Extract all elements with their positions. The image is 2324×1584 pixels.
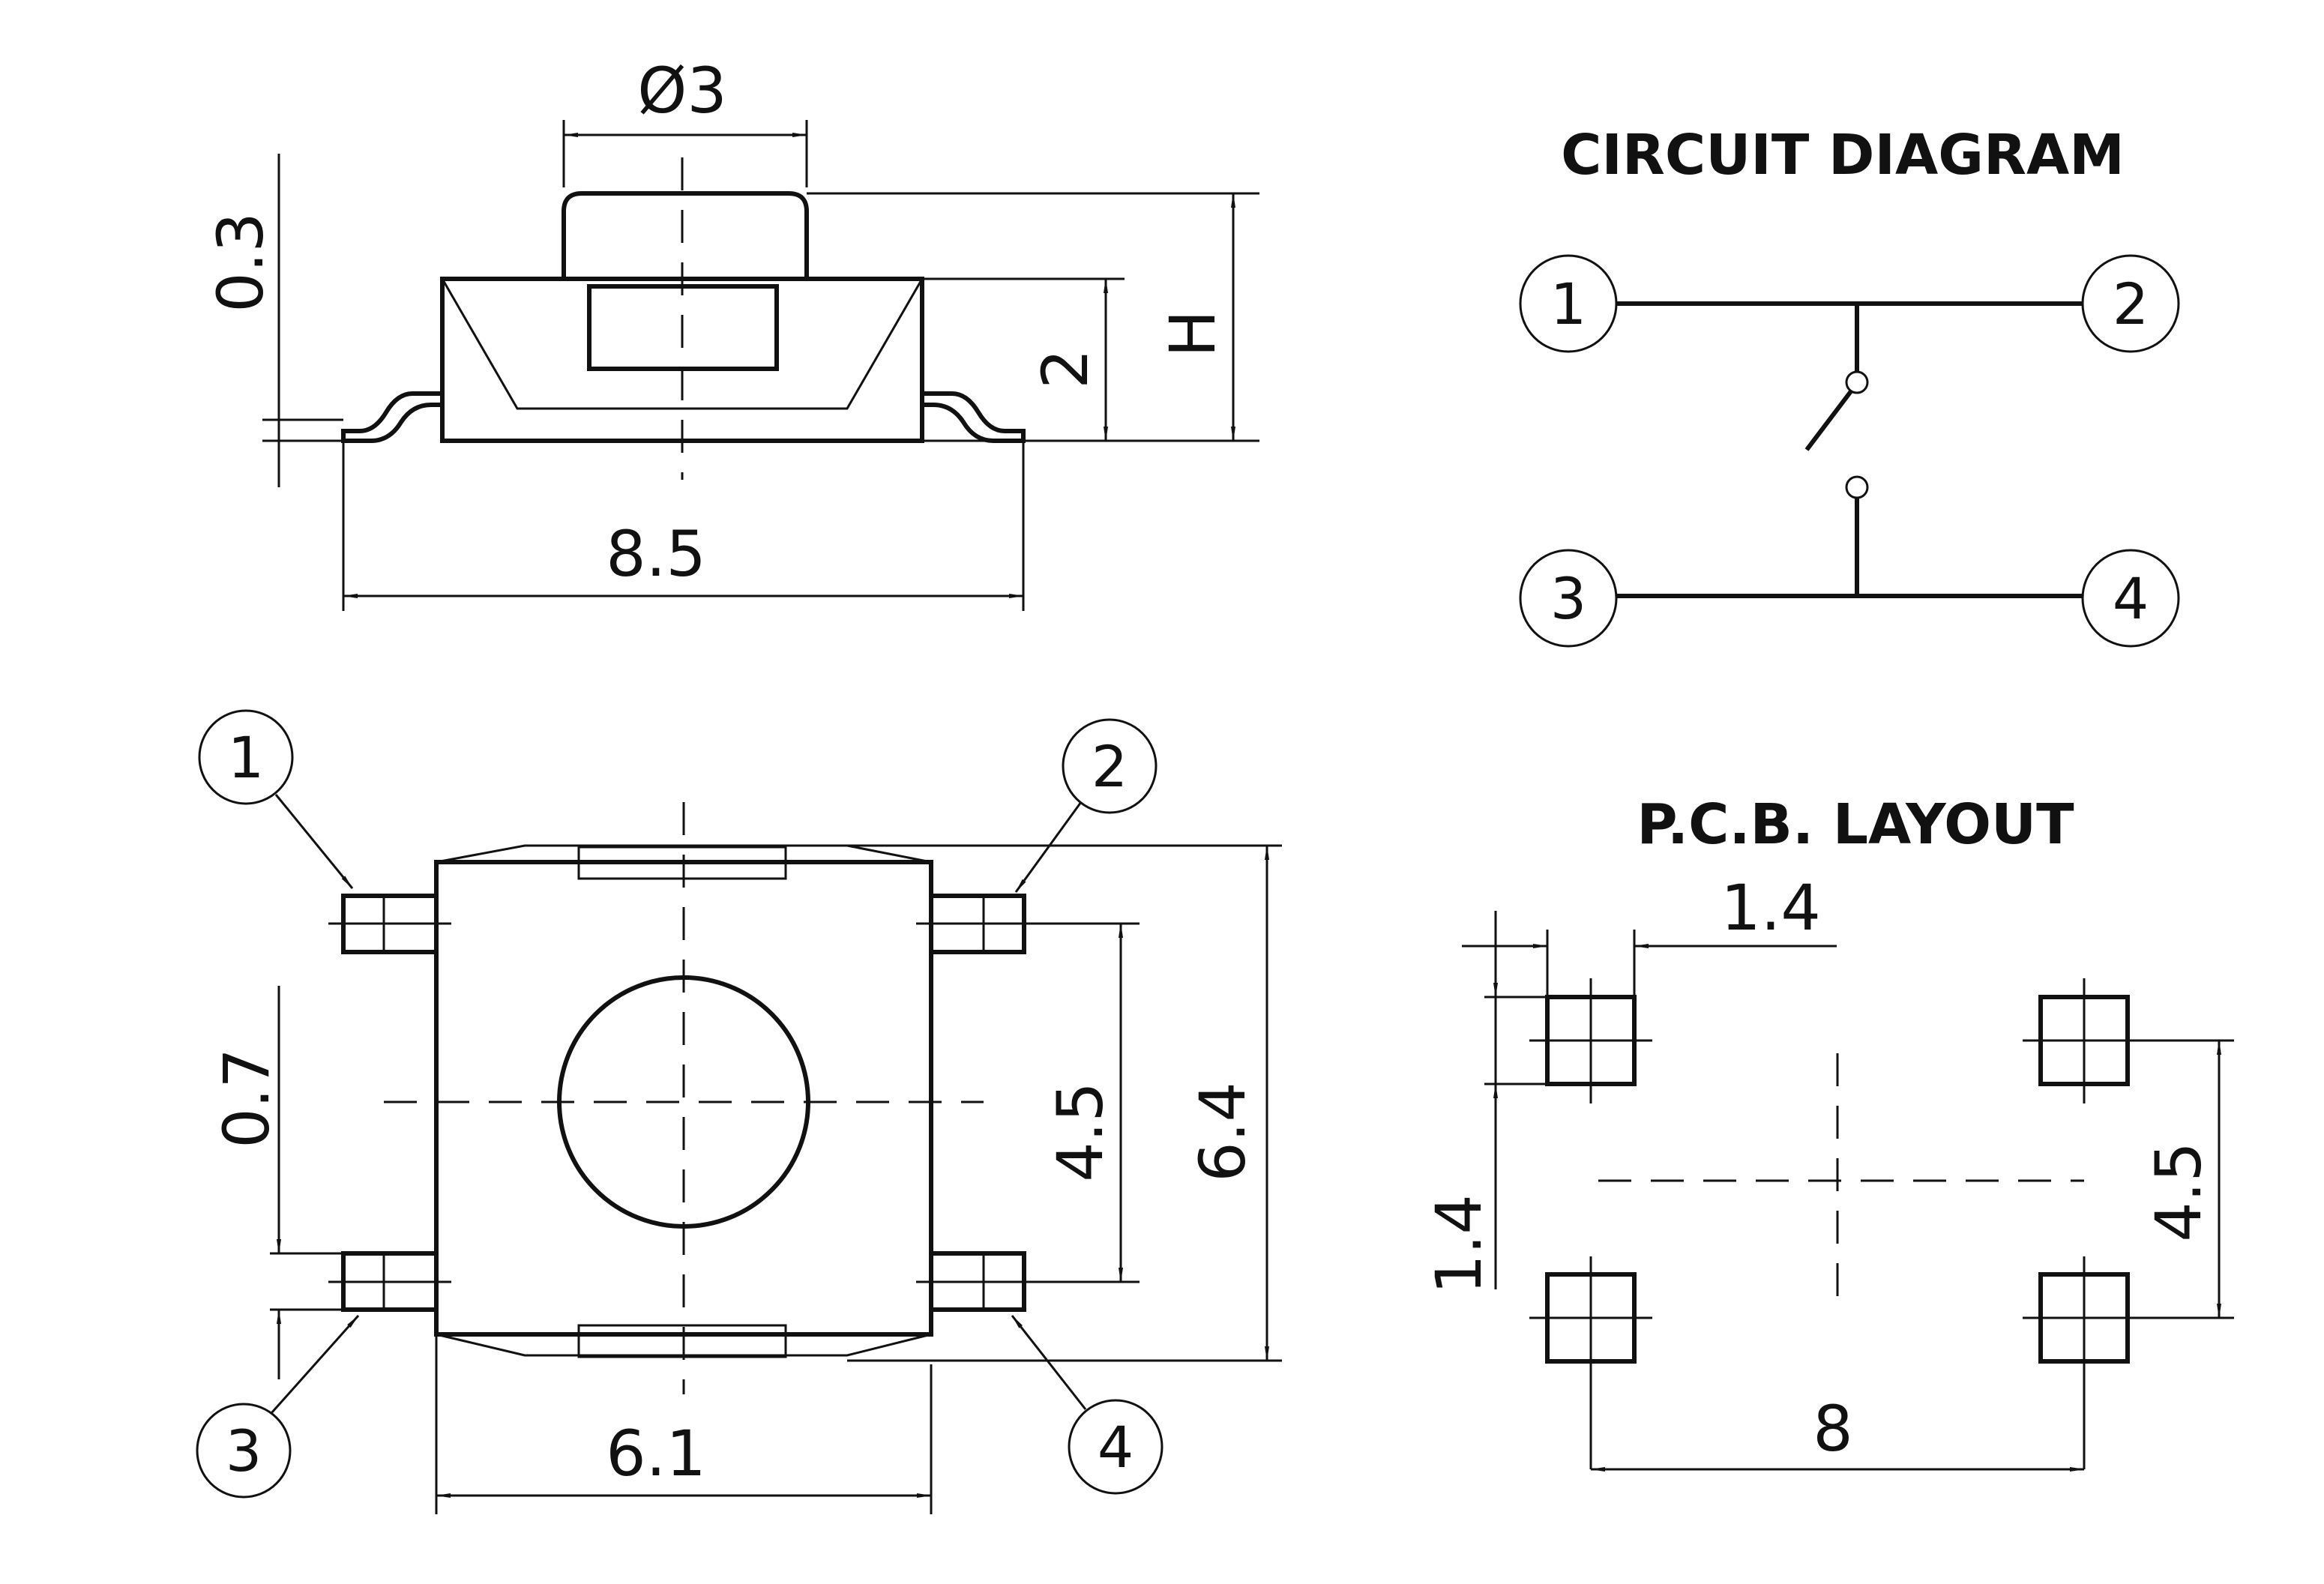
dim-6-4-label: 6.4 [1186,1082,1259,1182]
pcb-dim-4-5-label: 4.5 [2142,1142,2215,1242]
circuit-pin-1-label: 1 [1550,271,1586,337]
top-pin-3-circle [196,1403,292,1499]
dim-h-label: H [1156,310,1229,357]
pcb-layout: P.C.B. LAYOUT 1.4 1.4 4.5 [1422,792,2234,1472]
circuit-contact-bottom [1845,475,1869,499]
pcb-dim-1-4-side-label: 1.4 [1422,1194,1496,1295]
dim-2-label: 2 [1029,349,1102,388]
side-lead-right [922,391,1026,443]
top-pin-2-circle [1062,718,1158,814]
circuit-switch-lever [1804,390,1853,451]
side-view: Ø3 0.3 2 H 8.5 [204,54,1259,611]
dim-0-7-label: 0.7 [210,1048,283,1148]
dim-0-3-label: 0.3 [204,212,277,313]
dim-8-5-label: 8.5 [606,517,706,591]
circuit-diagram: CIRCUIT DIAGRAM 1 2 3 4 [1519,123,2180,648]
top-pin-4-label: 4 [1098,1414,1134,1481]
top-pin-1-circle [198,709,294,805]
side-body-trapezoid [441,278,924,410]
dim-diameter-label: Ø3 [637,54,727,127]
dim-6-1-label: 6.1 [606,1417,706,1490]
side-body [440,277,924,443]
circuit-pin-3-label: 3 [1550,565,1586,632]
top-pin-2-label: 2 [1092,733,1128,800]
top-pin-3-label: 3 [226,1418,262,1484]
top-pin-1-label: 1 [228,724,264,791]
pcb-title: P.C.B. LAYOUT [1637,792,2074,857]
circuit-contact-top [1845,370,1869,394]
side-plunger [562,191,809,279]
pcb-dim-1-4-top-label: 1.4 [1721,871,1821,945]
top-clip-bottom [577,1324,787,1358]
top-view: 1 2 3 4 0.7 4.5 6.4 6.1 [196,709,1282,1514]
circuit-pin-2-label: 2 [2113,271,2149,337]
dim-4-5-label: 4.5 [1044,1082,1117,1182]
circuit-title: CIRCUIT DIAGRAM [1561,123,2125,187]
top-pin-4-circle [1068,1399,1163,1495]
side-lead-left [341,391,442,443]
top-clip-top [577,846,787,880]
circuit-pin-4-label: 4 [2113,565,2149,632]
pcb-dim-8-label: 8 [1813,1392,1852,1466]
